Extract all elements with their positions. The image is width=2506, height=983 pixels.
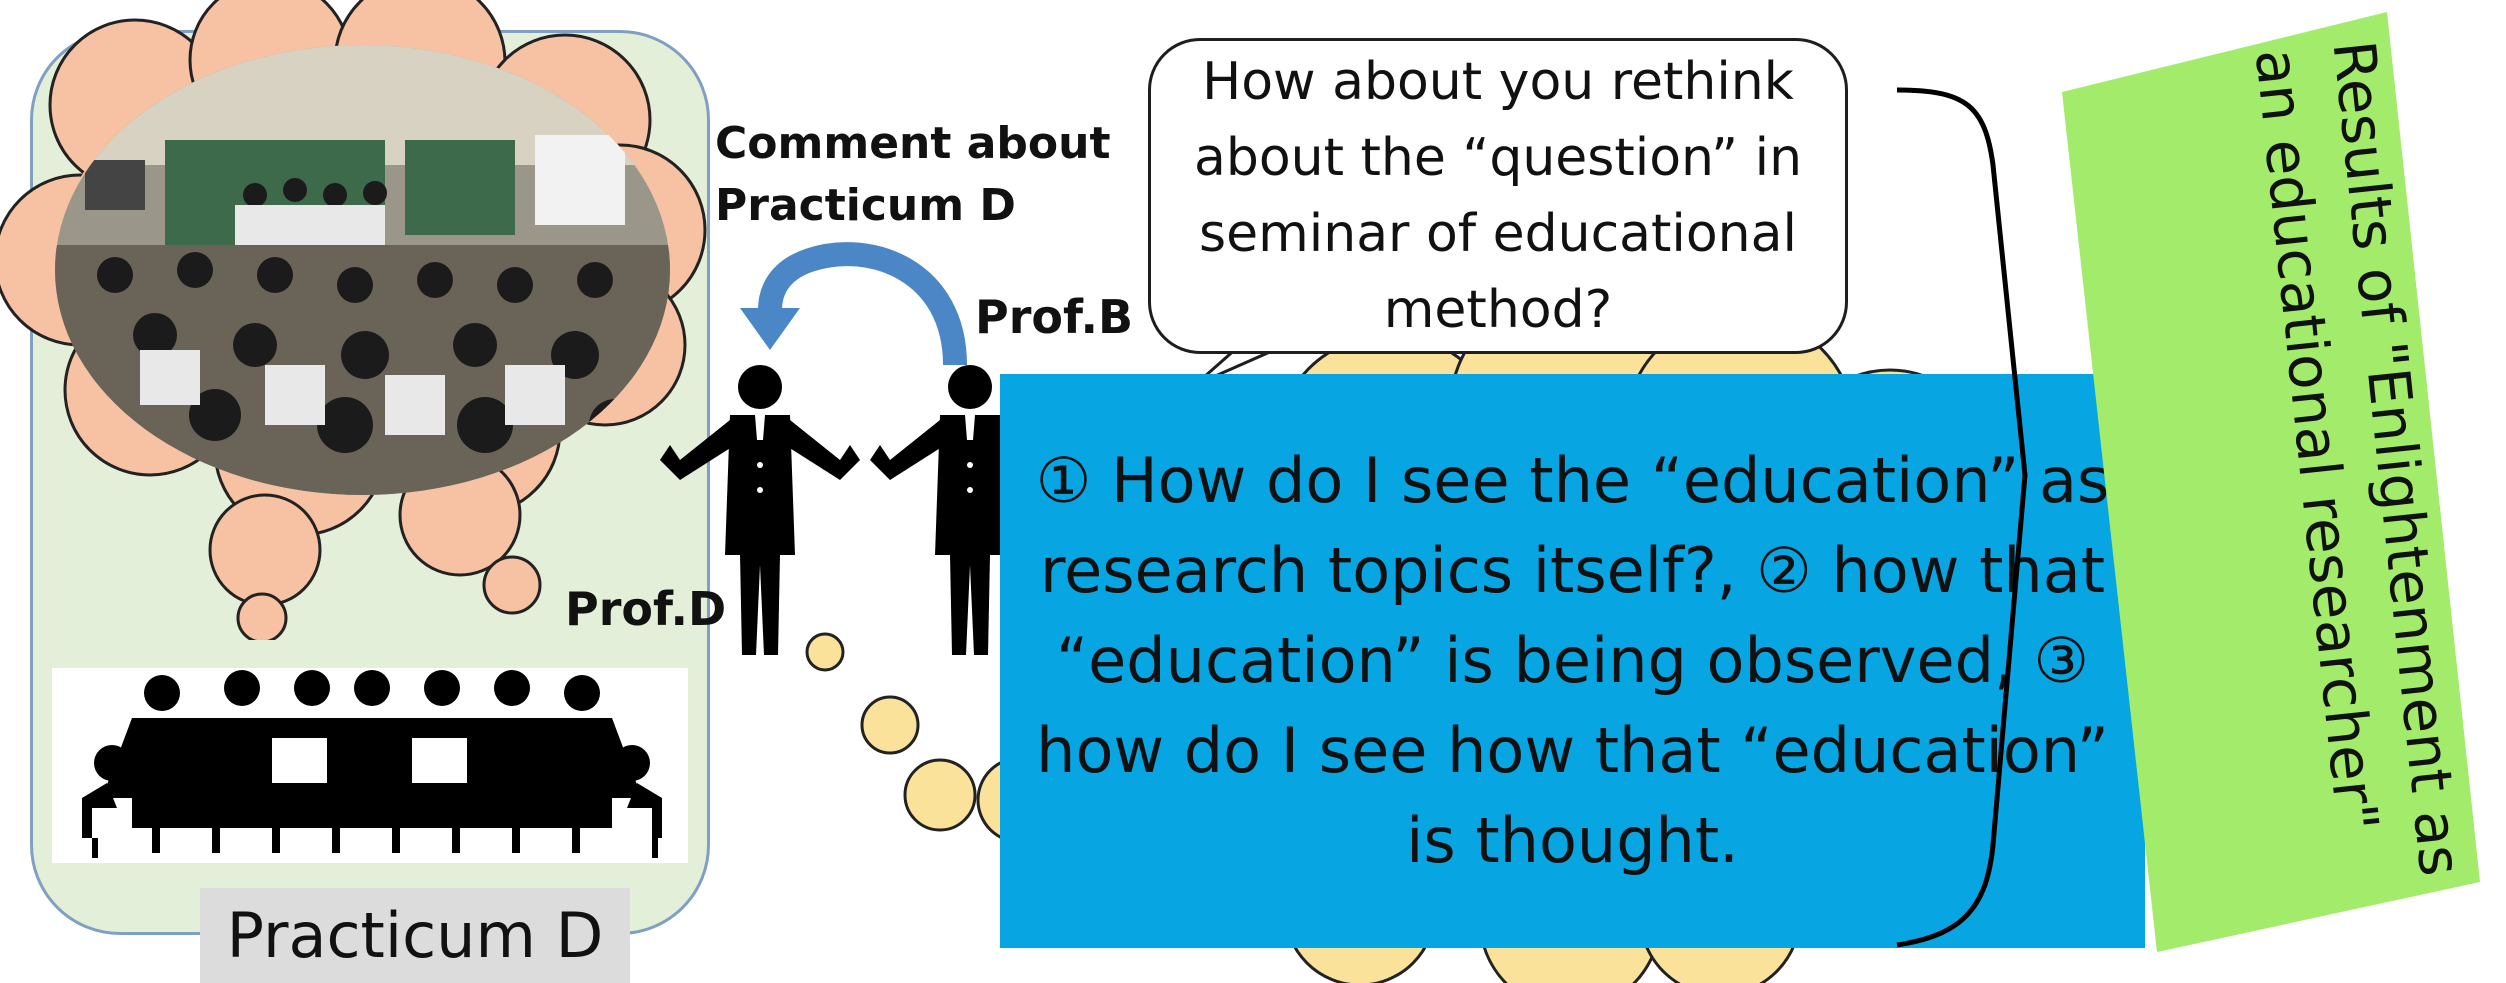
comment-label-line2: Practicum D	[715, 180, 1016, 231]
question-line-1: ① How do I see the “education” as	[1035, 444, 2110, 517]
curved-arrow-icon	[740, 242, 967, 366]
question-line-4: how do I see how that “education”	[1036, 714, 2109, 787]
speech-line-1: How about you rethink	[1202, 52, 1794, 112]
comment-label: Comment about Practicum D	[715, 113, 1111, 237]
meeting-table-icon	[52, 668, 688, 863]
speech-line-4: method?	[1383, 280, 1613, 340]
prof-b-figure	[870, 365, 1005, 655]
prof-b-label: Prof.B	[975, 290, 1134, 344]
question-line-5: is thought.	[1406, 804, 1739, 877]
classroom-photo	[55, 45, 670, 495]
right-brace-icon	[1896, 87, 2028, 948]
prof-d-label: Prof.D	[565, 582, 727, 636]
reflection-questions-box: ① How do I see the “education” as resear…	[1000, 374, 2145, 948]
question-line-3: “education” is being observed, ③	[1056, 624, 2089, 697]
practicum-label: Practicum D	[200, 888, 630, 983]
comment-label-line1: Comment about	[715, 118, 1111, 169]
prof-d-figure	[660, 365, 860, 655]
question-line-2: research topics itself?, ② how that	[1039, 534, 2106, 607]
classroom-photo-image	[55, 45, 670, 495]
results-label-box: Results of "Enlightenment as an educatio…	[2062, 12, 2480, 952]
speech-line-3: seminar of educational	[1199, 204, 1797, 264]
speech-line-2: about the “question” in	[1193, 128, 1803, 188]
prof-b-speech-bubble: How about you rethink about the “questio…	[1148, 38, 1848, 354]
